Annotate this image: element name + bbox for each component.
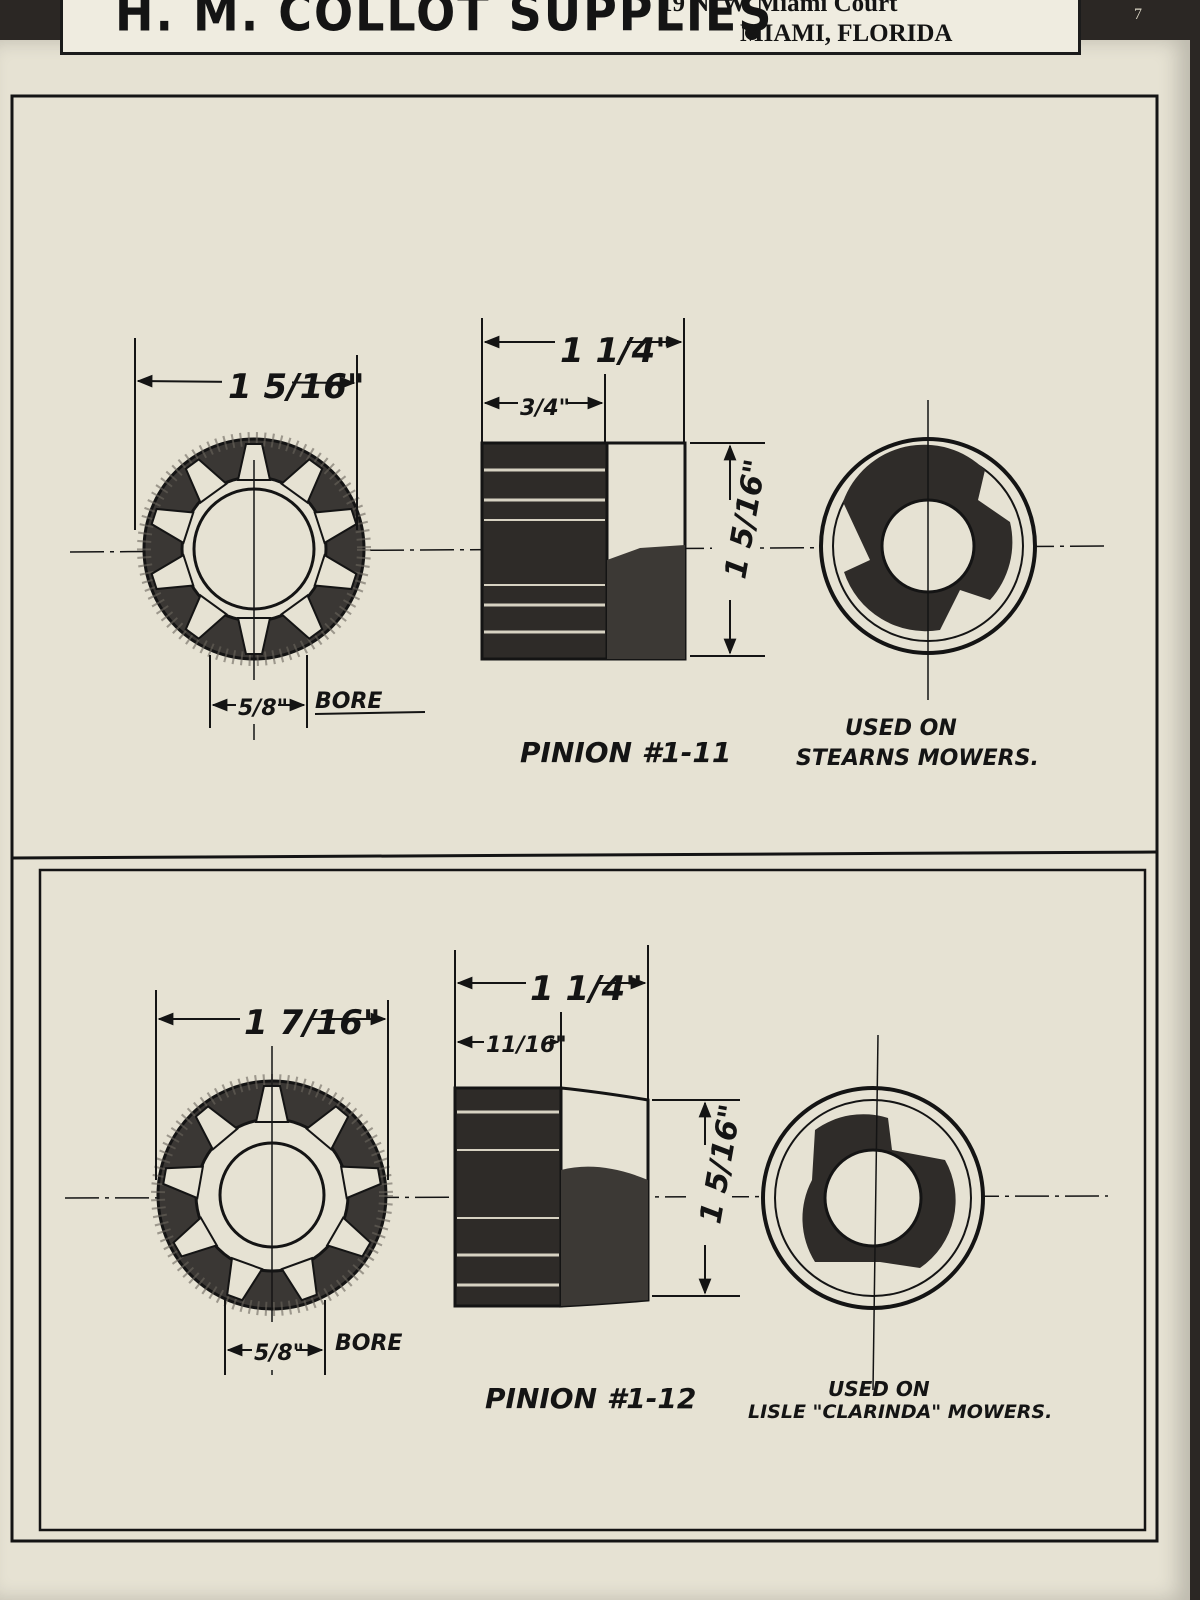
used-on-line-1: USED ON (828, 1377, 930, 1401)
gear-end-view (137, 432, 371, 740)
used-on-line-1: USED ON (845, 716, 957, 741)
gear-end-view (151, 1030, 393, 1375)
company-name: H. M. COLLOT SUPPLIES (115, 0, 774, 43)
clutch-rear-view (819, 400, 1037, 700)
bullet-dot (745, 26, 759, 40)
address-line-1: 19 N. W. Miami Court (660, 0, 898, 17)
gear-side-view (453, 1086, 650, 1308)
outer-frame (10, 94, 1159, 1543)
dim-outer-diameter: 1 7/16" (244, 1003, 381, 1043)
used-on-line-2: STEARNS MOWERS. (796, 746, 1039, 771)
dim-gear-length: 11/16" (486, 1033, 567, 1058)
catalog-page (0, 40, 1190, 1600)
panel-divider (11, 850, 1158, 860)
pinion-label: PINION #1-12 (485, 1382, 696, 1415)
dim-total-length: 1 1/4" (560, 331, 673, 371)
clutch-rear-view (761, 1034, 985, 1391)
pinion-1-11-drawing: 1 5/16" 5/8" BORE 1 1/4" 3/4" (69, 312, 1111, 771)
used-on-line-2: LISLE "CLARINDA" MOWERS. (748, 1401, 1052, 1423)
dim-bore: 5/8" (254, 1341, 304, 1366)
bore-label: BORE (335, 1331, 402, 1356)
bore-label: BORE (315, 689, 382, 714)
pinion-label: PINION #1-11 (520, 736, 731, 769)
dim-outer-diameter: 1 5/16" (228, 367, 365, 407)
dim-total-length: 1 1/4" (530, 969, 643, 1009)
page-header (60, 0, 1081, 55)
lower-panel-frame (38, 868, 1147, 1532)
gear-side-view (480, 441, 687, 661)
page-number: 7 (1134, 6, 1142, 23)
dim-bore: 5/8" (238, 696, 288, 721)
pinion-1-12-drawing: 1 7/16" 5/8" BORE 1 1/4" 11/16" 1 5/ (64, 945, 1109, 1423)
address-line-2: MIAMI, FLORIDA (740, 20, 953, 47)
dim-gear-length: 3/4" (520, 396, 570, 421)
